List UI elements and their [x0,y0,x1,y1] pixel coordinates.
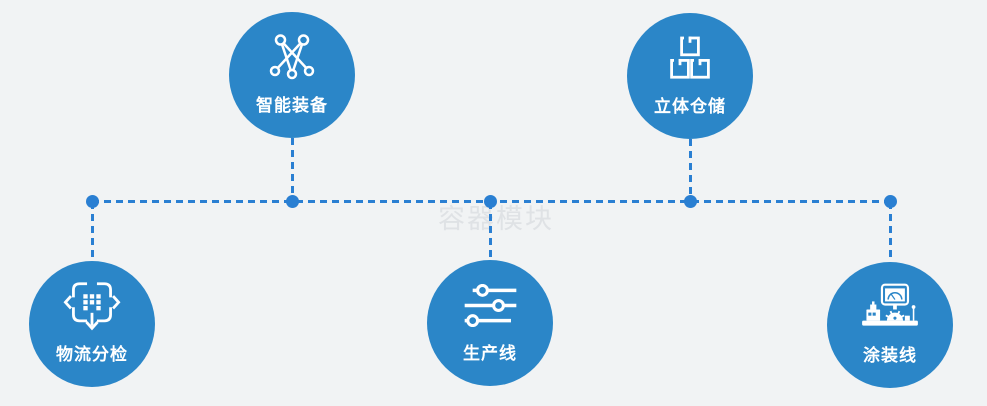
sorting-arrows-icon [61,278,123,334]
junction-dot [884,195,897,208]
node-smart-equipment: 智能装备 [229,12,355,138]
node-logistics-sorting: 物流分检 [29,261,155,387]
control-station-icon [859,279,921,335]
junction-dot [286,195,299,208]
stacked-boxes-icon [666,30,714,86]
connector-vertical-sorting [91,202,94,261]
connector-vertical-production [489,202,492,260]
node-label: 立体仓储 [654,97,726,116]
connector-vertical-smart-equipment [291,138,294,202]
junction-dot [484,195,497,208]
junction-dot [86,195,99,208]
node-coating-line: 涂装线 [827,262,953,388]
watermark: 容器模块 [438,204,554,234]
sliders-icon [462,277,519,333]
node-label: 物流分检 [56,345,128,364]
network-nodes-icon [266,29,318,85]
node-label: 涂装线 [863,346,917,365]
node-label: 智能装备 [256,96,328,115]
node-label: 生产线 [463,344,517,363]
node-warehouse: 立体仓储 [627,13,753,139]
connector-vertical-warehouse [689,139,692,202]
node-production-line: 生产线 [427,260,553,386]
junction-dot [684,195,697,208]
connector-vertical-coating [889,202,892,262]
